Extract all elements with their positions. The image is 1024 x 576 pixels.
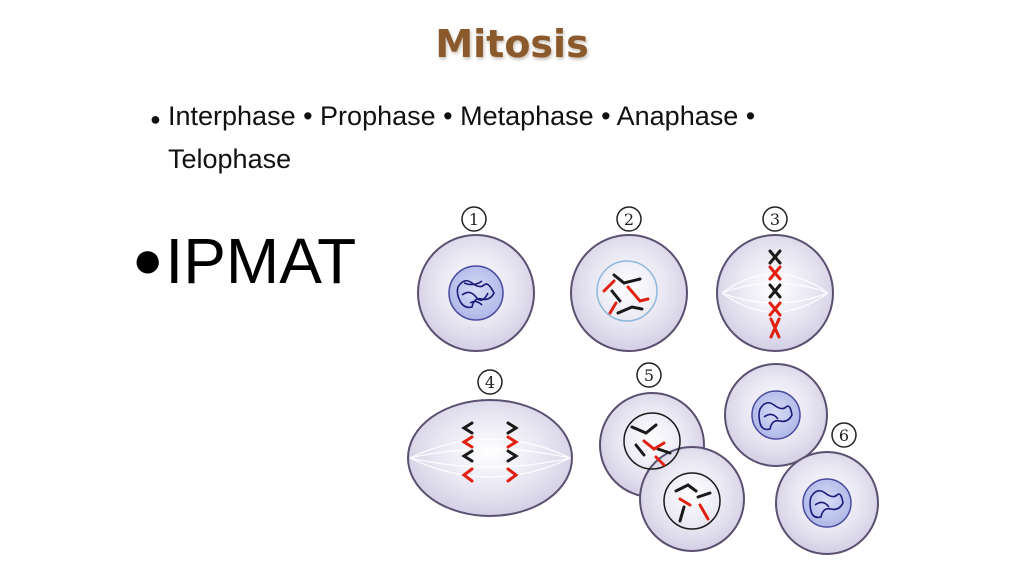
cell-interphase: [417, 234, 535, 352]
slide-title: Mitosis: [435, 22, 589, 66]
chromosome-red: [768, 265, 782, 339]
chromosome-red: [461, 435, 519, 483]
stage-label-2: 2: [616, 206, 642, 232]
stage-label-6: 6: [831, 422, 857, 448]
stage-number: 1: [469, 210, 479, 229]
stage-number: 2: [624, 210, 634, 229]
chromatin: [809, 489, 844, 519]
chromosome-black: [630, 423, 672, 457]
chromosome-black: [768, 249, 782, 299]
mitosis-diagram: 1 2 3 4 5 6: [407, 206, 879, 555]
stage-label-5: 5: [636, 362, 662, 388]
chromosome-red: [602, 279, 650, 315]
chromatin: [758, 401, 793, 431]
chromosome-red: [678, 497, 710, 521]
phases-line-2: Telophase: [168, 144, 292, 174]
phases-bullet: ● Interphase • Prophase • Metaphase • Ana…: [150, 96, 910, 179]
stage-number: 4: [485, 373, 495, 392]
mnemonic-text: IPMAT: [165, 225, 357, 297]
chromosome-black: [674, 483, 712, 523]
chromosome-black: [610, 273, 644, 315]
stage-label-3: 3: [762, 206, 788, 232]
cell-anaphase: [407, 399, 573, 517]
spindle-fibers: [409, 438, 571, 478]
stage-label-1: 1: [461, 206, 487, 232]
chromosome-red: [642, 439, 666, 467]
phases-line-1: Interphase • Prophase • Metaphase • Anap…: [168, 101, 756, 131]
stage-number: 3: [770, 210, 780, 229]
mnemonic-bullet: ●IPMAT: [132, 222, 356, 299]
bullet-marker: ●: [132, 231, 164, 289]
stage-number: 5: [644, 366, 654, 385]
cell-daughter-top: [724, 363, 828, 467]
bullet-marker: ●: [150, 109, 161, 129]
cell-daughter-bottom: [775, 451, 879, 555]
stage-label-4: 4: [477, 369, 503, 395]
cell-metaphase: [716, 234, 834, 352]
cell-telophase: [599, 392, 745, 552]
cell-prophase: [570, 234, 688, 352]
chromosome-black: [461, 421, 519, 463]
stage-number: 6: [839, 426, 849, 445]
chromatin: [456, 279, 495, 309]
